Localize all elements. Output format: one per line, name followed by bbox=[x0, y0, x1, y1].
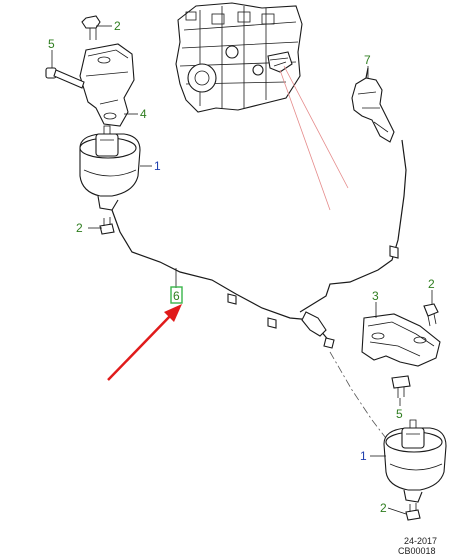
callout-7: 7 bbox=[364, 53, 371, 67]
red-pointer-arrow-icon bbox=[107, 304, 182, 381]
bottom-nut bbox=[405, 503, 421, 521]
leader-lines bbox=[51, 25, 433, 515]
callout-2-top: 2 bbox=[114, 19, 121, 33]
lower-mount-bracket bbox=[361, 313, 441, 367]
top-bolt bbox=[45, 67, 85, 89]
callout-6-highlight-box bbox=[170, 286, 183, 304]
guide-line-1 bbox=[283, 65, 349, 189]
callout-5-top: 5 bbox=[48, 37, 55, 51]
vacuum-pipe bbox=[351, 67, 395, 143]
upper-mount-bracket bbox=[79, 43, 135, 127]
mid-nut bbox=[99, 217, 115, 235]
guide-line-2 bbox=[279, 69, 331, 211]
callout-1-bottom: 1 bbox=[360, 449, 367, 463]
footer-code: CB00018 bbox=[398, 546, 436, 556]
right-nut bbox=[423, 303, 439, 327]
upper-engine-mount bbox=[79, 125, 141, 211]
footer-date: 24-2017 bbox=[404, 536, 437, 546]
assembly-center-line bbox=[329, 351, 393, 447]
lower-engine-mount bbox=[383, 419, 447, 503]
vacuum-hose-assembly bbox=[111, 139, 407, 349]
callout-2-mid: 2 bbox=[76, 221, 83, 235]
callout-5-right: 5 bbox=[396, 407, 403, 421]
top-nut bbox=[81, 15, 101, 40]
engine-block-illustration bbox=[175, 2, 303, 113]
callout-1-top: 1 bbox=[154, 159, 161, 173]
right-bolt bbox=[391, 375, 411, 398]
callout-4: 4 bbox=[140, 107, 147, 121]
callout-6: 6 bbox=[173, 289, 180, 303]
callout-3: 3 bbox=[372, 289, 379, 303]
callout-2-right: 2 bbox=[428, 277, 435, 291]
callout-2-bottom: 2 bbox=[380, 501, 387, 515]
